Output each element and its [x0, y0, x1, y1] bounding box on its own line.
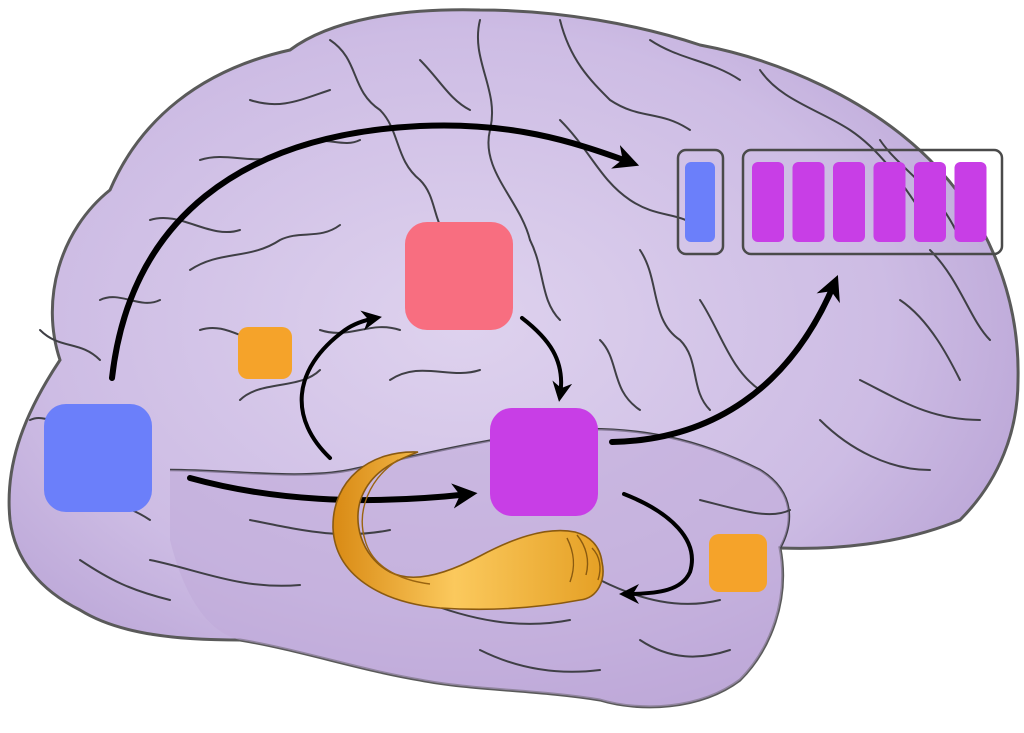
sequence-first-item [685, 162, 715, 242]
sequence-rest-items [752, 162, 987, 242]
orange-node-lower [709, 534, 767, 592]
sequence-item-7 [954, 162, 987, 242]
red-node [405, 222, 513, 330]
sequence-item-2 [752, 162, 784, 242]
edge-hippocampus-to-red [299, 310, 382, 460]
sequence-item-6 [914, 162, 946, 242]
sequence-first-frame [676, 148, 725, 256]
sequence-item-3 [792, 162, 825, 242]
edge-magenta-to-sequence [609, 275, 840, 445]
edges [109, 122, 840, 604]
orange-node-upper [238, 327, 292, 379]
edge-blue-to-sequence [109, 122, 640, 381]
sequence-item-4 [833, 162, 865, 242]
blue-node [44, 404, 152, 512]
magenta-node [490, 408, 598, 516]
edge-blue-to-magenta [187, 475, 478, 509]
edge-red-to-magenta [520, 316, 573, 402]
sequence-item-5 [873, 162, 906, 242]
hippocampus [332, 451, 604, 611]
edge-magenta-to-hippocampus [619, 492, 694, 604]
sequence-rest-frame [741, 148, 1004, 256]
